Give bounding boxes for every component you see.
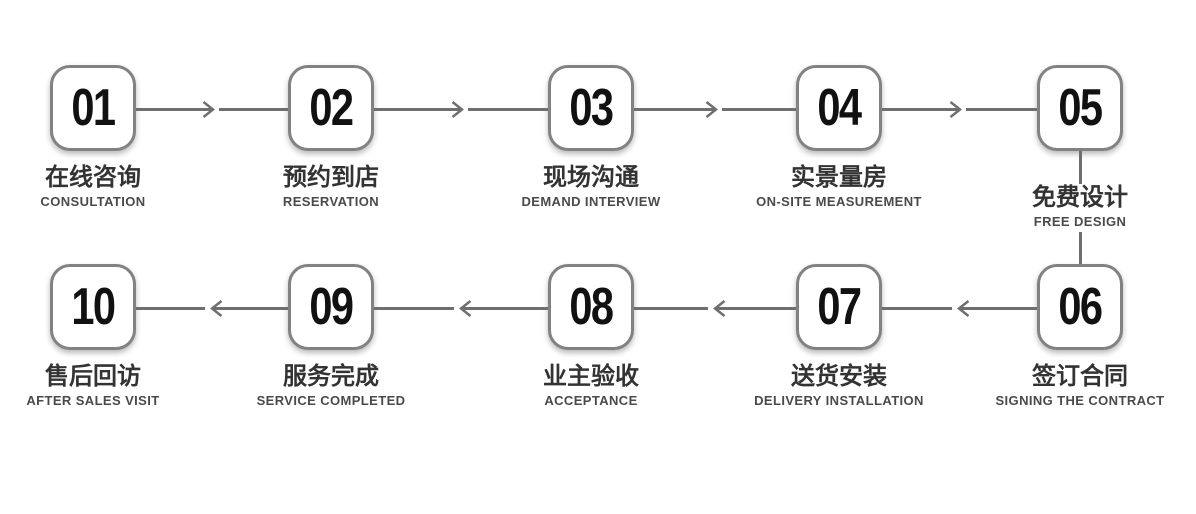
- connector-05-06-vertical-line-b: [1079, 232, 1082, 264]
- step-08-number: 08: [569, 278, 614, 336]
- step-03-label-en: DEMAND INTERVIEW: [521, 194, 661, 209]
- chevron-right-icon: [202, 101, 215, 118]
- step-02-label-en: RESERVATION: [282, 194, 380, 209]
- step-10-label-cn: 售后回访: [45, 363, 141, 390]
- step-07-number-box: 07: [796, 264, 882, 350]
- connector-03-04-line-b: [722, 108, 796, 111]
- step-01-label-cn: 在线咨询: [45, 164, 141, 191]
- step-02: 02 预约到店 RESERVATION: [221, 65, 441, 209]
- step-08-label-cn: 业主验收: [543, 363, 639, 390]
- step-01-number-box: 01: [50, 65, 136, 151]
- step-05: 05 免费设计 FREE DESIGN: [970, 65, 1190, 229]
- step-09-number: 09: [309, 278, 354, 336]
- connector-08-09-line-b: [374, 307, 454, 310]
- step-01: 01 在线咨询 CONSULTATION: [0, 65, 203, 209]
- step-02-number-box: 02: [288, 65, 374, 151]
- step-08-number-box: 08: [548, 264, 634, 350]
- connector-07-08-line-a: [715, 307, 796, 310]
- connector-03-04-line-a: [634, 108, 715, 111]
- step-01-label-en: CONSULTATION: [40, 194, 146, 209]
- connector-05-06-vertical-line-a: [1079, 151, 1082, 184]
- step-08-label-en: ACCEPTANCE: [544, 393, 638, 408]
- connector-04-05-line-b: [966, 108, 1037, 111]
- step-03-label-cn: 现场沟通: [543, 164, 639, 191]
- connector-02-03-line-b: [468, 108, 548, 111]
- connector-09-10-line-a: [212, 307, 288, 310]
- step-06-number: 06: [1058, 278, 1103, 336]
- connector-06-07-line-b: [882, 307, 952, 310]
- connector-01-02-line-a: [136, 108, 212, 111]
- step-08: 08 业主验收 ACCEPTANCE: [481, 264, 701, 408]
- step-10-number-box: 10: [50, 264, 136, 350]
- chevron-right-icon: [949, 101, 962, 118]
- step-07-label-cn: 送货安装: [791, 363, 887, 390]
- step-07-number: 07: [817, 278, 862, 336]
- step-10-label-en: AFTER SALES VISIT: [26, 393, 160, 408]
- step-02-number: 02: [309, 79, 354, 137]
- connector-07-08-line-b: [634, 307, 708, 310]
- step-06-label-cn: 签订合同: [1032, 363, 1128, 390]
- step-07-label-en: DELIVERY INSTALLATION: [754, 393, 924, 408]
- step-10: 10 售后回访 AFTER SALES VISIT: [0, 264, 203, 408]
- step-05-number: 05: [1058, 79, 1103, 137]
- step-04-number: 04: [817, 79, 862, 137]
- chevron-left-icon: [210, 300, 223, 317]
- connector-04-05-line-a: [882, 108, 959, 111]
- step-06-label-en: SIGNING THE CONTRACT: [995, 393, 1165, 408]
- step-05-number-box: 05: [1037, 65, 1123, 151]
- connector-09-10-line-b: [136, 307, 205, 310]
- chevron-left-icon: [957, 300, 970, 317]
- step-10-number: 10: [71, 278, 116, 336]
- step-06: 06 签订合同 SIGNING THE CONTRACT: [970, 264, 1190, 408]
- connector-06-07-line-a: [959, 307, 1037, 310]
- chevron-right-icon: [705, 101, 718, 118]
- step-06-number-box: 06: [1037, 264, 1123, 350]
- chevron-left-icon: [459, 300, 472, 317]
- step-02-label-cn: 预约到店: [283, 164, 379, 191]
- step-09-label-en: SERVICE COMPLETED: [256, 393, 406, 408]
- chevron-left-icon: [713, 300, 726, 317]
- step-05-label-en: FREE DESIGN: [1033, 214, 1127, 229]
- step-05-label-cn: 免费设计: [1032, 184, 1128, 211]
- step-09-number-box: 09: [288, 264, 374, 350]
- step-03: 03 现场沟通 DEMAND INTERVIEW: [481, 65, 701, 209]
- step-07: 07 送货安装 DELIVERY INSTALLATION: [729, 264, 949, 408]
- step-09: 09 服务完成 SERVICE COMPLETED: [221, 264, 441, 408]
- step-04-number-box: 04: [796, 65, 882, 151]
- step-04-label-cn: 实景量房: [791, 164, 887, 191]
- connector-08-09-line-a: [461, 307, 548, 310]
- step-01-number: 01: [71, 79, 116, 137]
- connector-02-03-line-a: [374, 108, 461, 111]
- step-03-number: 03: [569, 79, 614, 137]
- chevron-right-icon: [451, 101, 464, 118]
- step-04-label-en: ON-SITE MEASUREMENT: [756, 194, 922, 209]
- step-04: 04 实景量房 ON-SITE MEASUREMENT: [729, 65, 949, 209]
- connector-01-02-line-b: [219, 108, 288, 111]
- step-09-label-cn: 服务完成: [283, 363, 379, 390]
- step-03-number-box: 03: [548, 65, 634, 151]
